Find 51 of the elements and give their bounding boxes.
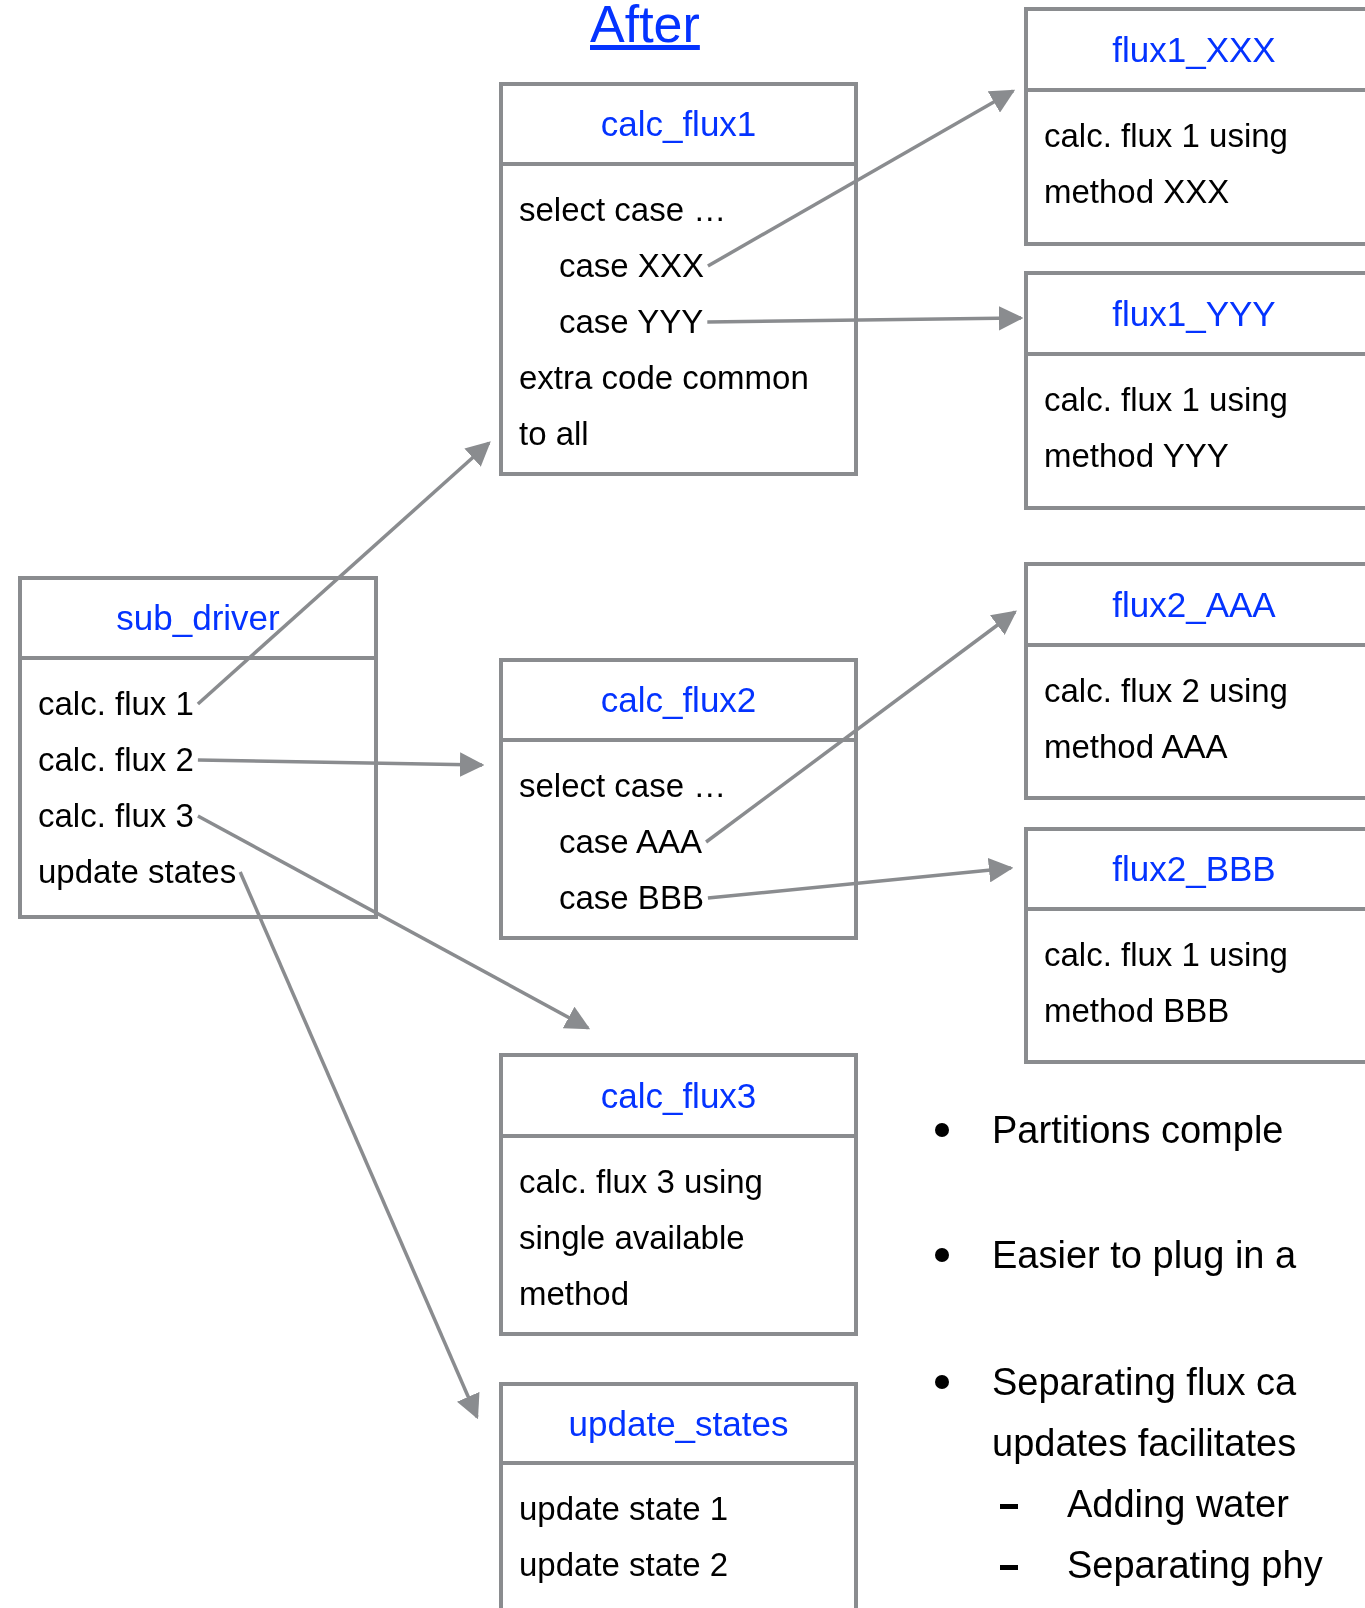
subroutine-box [18, 576, 378, 919]
code-line: calc. flux 1 [38, 676, 194, 732]
description-text: calc. flux 1 using method YYY [1044, 381, 1288, 474]
bullet-point: Adding water [1000, 1482, 1289, 1526]
arrow [707, 858, 1014, 900]
bullet-point: Easier to plug in a [935, 1233, 1297, 1277]
subroutine-box [1024, 827, 1365, 1064]
slide-title: After [590, 0, 700, 54]
description-text: calc. flux 3 using single available method [519, 1163, 763, 1312]
subroutine-name: sub_driver [116, 598, 280, 638]
subroutine-box [499, 1053, 858, 1336]
description-text: calc. flux 2 using method AAA [1044, 672, 1288, 765]
subroutine-box [499, 658, 858, 940]
code-line: update states [38, 844, 237, 900]
description-text: update state 1 [519, 1490, 729, 1527]
arrow [196, 441, 491, 706]
code-line: case XXX [559, 238, 704, 294]
subroutine-name: update_states [568, 1403, 789, 1444]
arrow [197, 814, 591, 1030]
subroutine-name: calc_flux3 [600, 1075, 757, 1116]
subroutine-box [1024, 562, 1365, 800]
note-text: updates facilitates [992, 1421, 1297, 1465]
subroutine-box [499, 82, 858, 476]
code-line: select case … [519, 182, 727, 238]
bullet-point: Separating phy [1000, 1543, 1323, 1587]
subroutine-name: flux1_XXX [1112, 29, 1276, 70]
arrow [707, 306, 1024, 331]
arrow [707, 89, 1016, 268]
code-line: calc. flux 3 [38, 788, 194, 844]
subroutine-name: flux2_BBB [1112, 849, 1276, 889]
subroutine-box [1024, 271, 1365, 510]
description-text: calc. flux 1 using method XXX [1044, 117, 1288, 210]
arrow [197, 752, 485, 777]
subroutine-name: calc_flux2 [600, 680, 757, 720]
code-line: calc. flux 2 [38, 732, 194, 788]
subroutine-name: calc_flux1 [600, 104, 757, 144]
code-line: case AAA [559, 814, 703, 870]
subroutine-name: flux2_AAA [1112, 584, 1276, 625]
code-line: extra code common to all [519, 350, 836, 462]
subroutine-box [1024, 7, 1365, 246]
arrow [705, 610, 1017, 844]
code-line: case BBB [559, 870, 704, 926]
code-line: select case … [519, 758, 727, 814]
subroutine-box [499, 1382, 858, 1608]
subroutine-name: flux1_YYY [1112, 293, 1276, 334]
bullet-point: Partitions comple [935, 1108, 1284, 1152]
description-text: calc. flux 1 using method BBB [1044, 936, 1288, 1029]
arrow [238, 871, 480, 1420]
bullet-point: Separating flux ca [935, 1360, 1297, 1404]
code-line: case YYY [559, 294, 704, 350]
description-text: update state 2 [519, 1546, 729, 1583]
